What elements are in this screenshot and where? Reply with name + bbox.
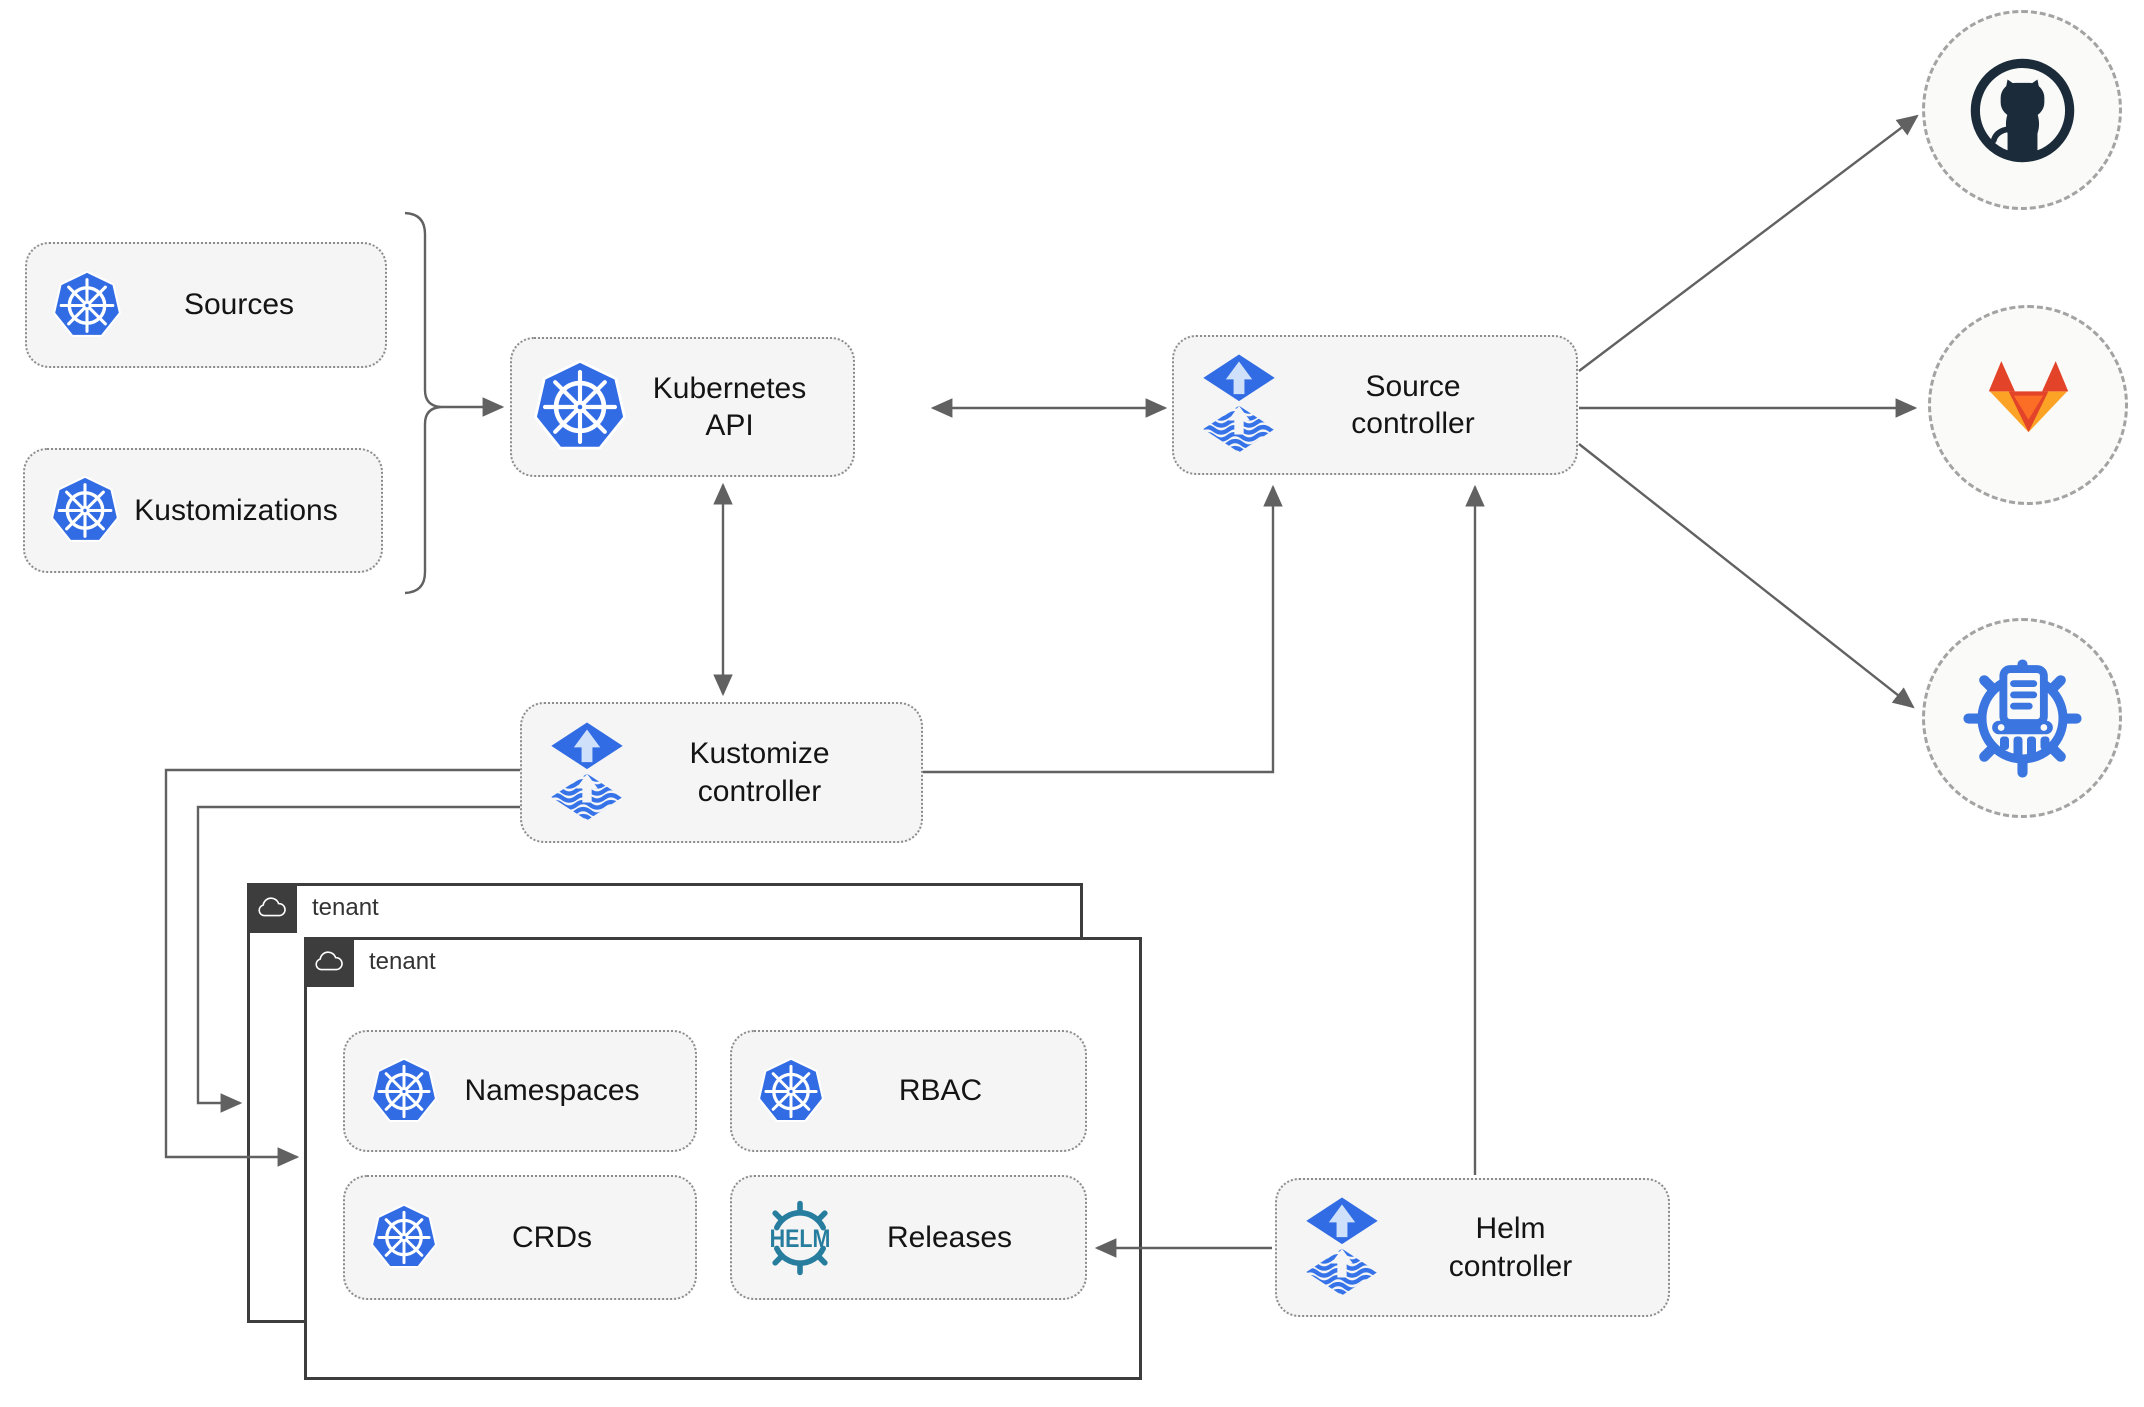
node-label: Sources: [183, 288, 295, 322]
node-rbac: RBAC: [730, 1030, 1087, 1152]
kubernetes-icon: [371, 1203, 437, 1272]
cloud-icon: [257, 897, 287, 920]
github-icon: [1965, 53, 2080, 168]
tenant-tab: [247, 883, 297, 933]
node-label: Releases: [886, 1220, 1013, 1254]
cloud-icon: [314, 951, 344, 974]
node-label: Namespaces: [464, 1074, 640, 1108]
helm-icon: HELM: [752, 1198, 848, 1278]
node-label: Kubernetes API: [652, 371, 807, 443]
endpoint-gitlab: [1928, 305, 2128, 505]
node-label: Helm controller: [1448, 1212, 1573, 1283]
tenant-box-front: tenant: [304, 937, 1142, 1380]
node-label: CRDs: [512, 1220, 592, 1254]
kubernetes-icon: [758, 1057, 824, 1126]
helm-logo-text: HELM: [770, 1225, 831, 1252]
node-releases: HELM Releases: [730, 1175, 1087, 1300]
kubernetes-icon: [534, 359, 626, 455]
node-source-controller: Source controller: [1172, 335, 1578, 475]
node-label: Kustomizations: [134, 493, 338, 527]
node-kustomize-controller: Kustomize controller: [520, 702, 923, 843]
kubernetes-icon: [371, 1057, 437, 1126]
endpoint-chartmuseum: [1922, 618, 2122, 818]
edge-kustomize-to-source-controller: [923, 484, 1283, 774]
bracket-sources-group: [404, 211, 442, 595]
node-label: Kustomize controller: [689, 737, 830, 808]
tenant-label: tenant: [369, 948, 436, 975]
kubernetes-icon: [53, 270, 121, 341]
node-kubernetes-api: Kubernetes API: [510, 337, 855, 477]
node-label: Source controller: [1351, 369, 1475, 441]
node-kustomizations: Kustomizations: [23, 448, 383, 573]
tenant-tab: [304, 937, 354, 987]
flux-icon: [1200, 353, 1278, 457]
tenant-label: tenant: [312, 894, 379, 921]
edge-source-to-github: [1578, 114, 1919, 372]
kubernetes-icon: [51, 475, 119, 546]
node-helm-controller: Helm controller: [1275, 1178, 1670, 1317]
node-label: RBAC: [898, 1074, 983, 1108]
flux-icon: [1303, 1196, 1381, 1300]
node-sources: Sources: [25, 242, 387, 368]
edge-source-to-chartmuseum: [1578, 443, 1915, 709]
flux-icon: [548, 721, 626, 825]
node-crds: CRDs: [343, 1175, 697, 1300]
gitlab-icon: [1976, 359, 2081, 451]
node-namespaces: Namespaces: [343, 1030, 697, 1152]
chartmuseum-icon: [1955, 651, 2090, 786]
endpoint-github: [1922, 10, 2122, 210]
